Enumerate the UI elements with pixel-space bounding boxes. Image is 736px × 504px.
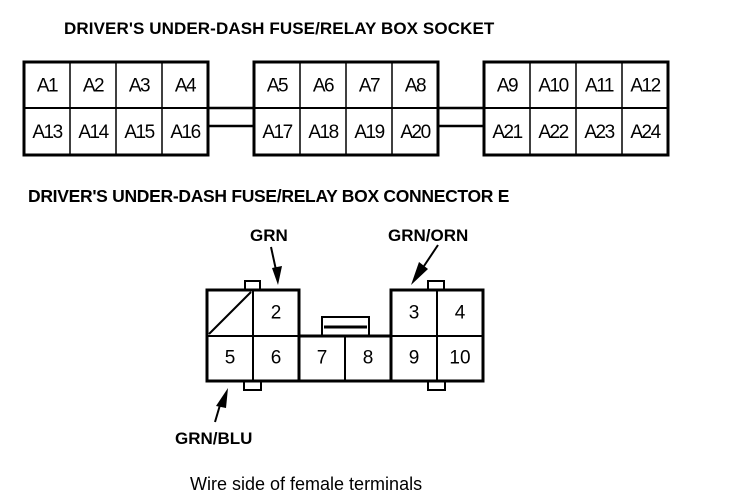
socket-terminal-a6: A6: [313, 76, 334, 97]
socket-terminal-a17: A17: [262, 122, 292, 143]
socket-terminal-a7: A7: [359, 76, 380, 97]
arrow-grn: [270, 246, 282, 285]
pin-5: 5: [225, 348, 236, 369]
connector-e: [205, 280, 485, 391]
pin-8: 8: [363, 348, 374, 369]
pin-6: 6: [271, 348, 282, 369]
socket-terminal-a14: A14: [78, 122, 109, 143]
socket-terminal-a1: A1: [37, 76, 58, 97]
socket-title: DRIVER'S UNDER-DASH FUSE/RELAY BOX SOCKE…: [64, 19, 495, 38]
caption: Wire side of female terminals: [190, 474, 423, 494]
wire-label-grn-orn: GRN/ORN: [388, 226, 469, 245]
socket-terminal-a24: A24: [630, 122, 661, 143]
wire-leader-arrows: [214, 244, 439, 423]
socket-terminal-a11: A11: [585, 76, 614, 97]
socket-terminal-a15: A15: [124, 122, 154, 143]
socket-terminal-a2: A2: [83, 76, 104, 97]
pin-10: 10: [449, 348, 470, 369]
arrow-grn-blu: [214, 388, 228, 423]
arrow-grn-orn: [411, 244, 439, 285]
pin-4: 4: [455, 303, 466, 324]
socket-terminal-a13: A13: [32, 122, 62, 143]
socket-terminal-a19: A19: [354, 122, 384, 143]
socket-terminal-a21: A21: [492, 122, 522, 143]
socket-terminal-a3: A3: [129, 76, 150, 97]
socket-terminal-a20: A20: [400, 122, 430, 143]
socket-terminal-a12: A12: [630, 76, 660, 97]
wire-label-grn: GRN: [250, 226, 288, 245]
pin-3: 3: [409, 303, 420, 324]
connector-title: DRIVER'S UNDER-DASH FUSE/RELAY BOX CONNE…: [28, 186, 510, 206]
socket-connecting-lines: [209, 106, 484, 128]
pin-2: 2: [271, 303, 282, 324]
unused-terminal-1-slash: [208, 291, 252, 335]
socket-terminal-a5: A5: [267, 76, 288, 97]
socket-terminal-a22: A22: [538, 122, 568, 143]
socket-terminal-a18: A18: [308, 122, 338, 143]
connector-pin-labels: 2 3 4 5 6 7 8 9 10: [225, 303, 471, 369]
wire-label-grn-blu: GRN/BLU: [175, 429, 253, 448]
socket-terminal-a4: A4: [175, 76, 197, 97]
pin-7: 7: [317, 348, 328, 369]
socket-terminal-a8: A8: [405, 76, 426, 97]
socket-terminal-a10: A10: [538, 76, 568, 97]
pin-9: 9: [409, 348, 420, 369]
socket-terminal-a23: A23: [584, 122, 614, 143]
socket-terminal-a9: A9: [497, 76, 518, 97]
socket-terminal-a16: A16: [170, 122, 200, 143]
